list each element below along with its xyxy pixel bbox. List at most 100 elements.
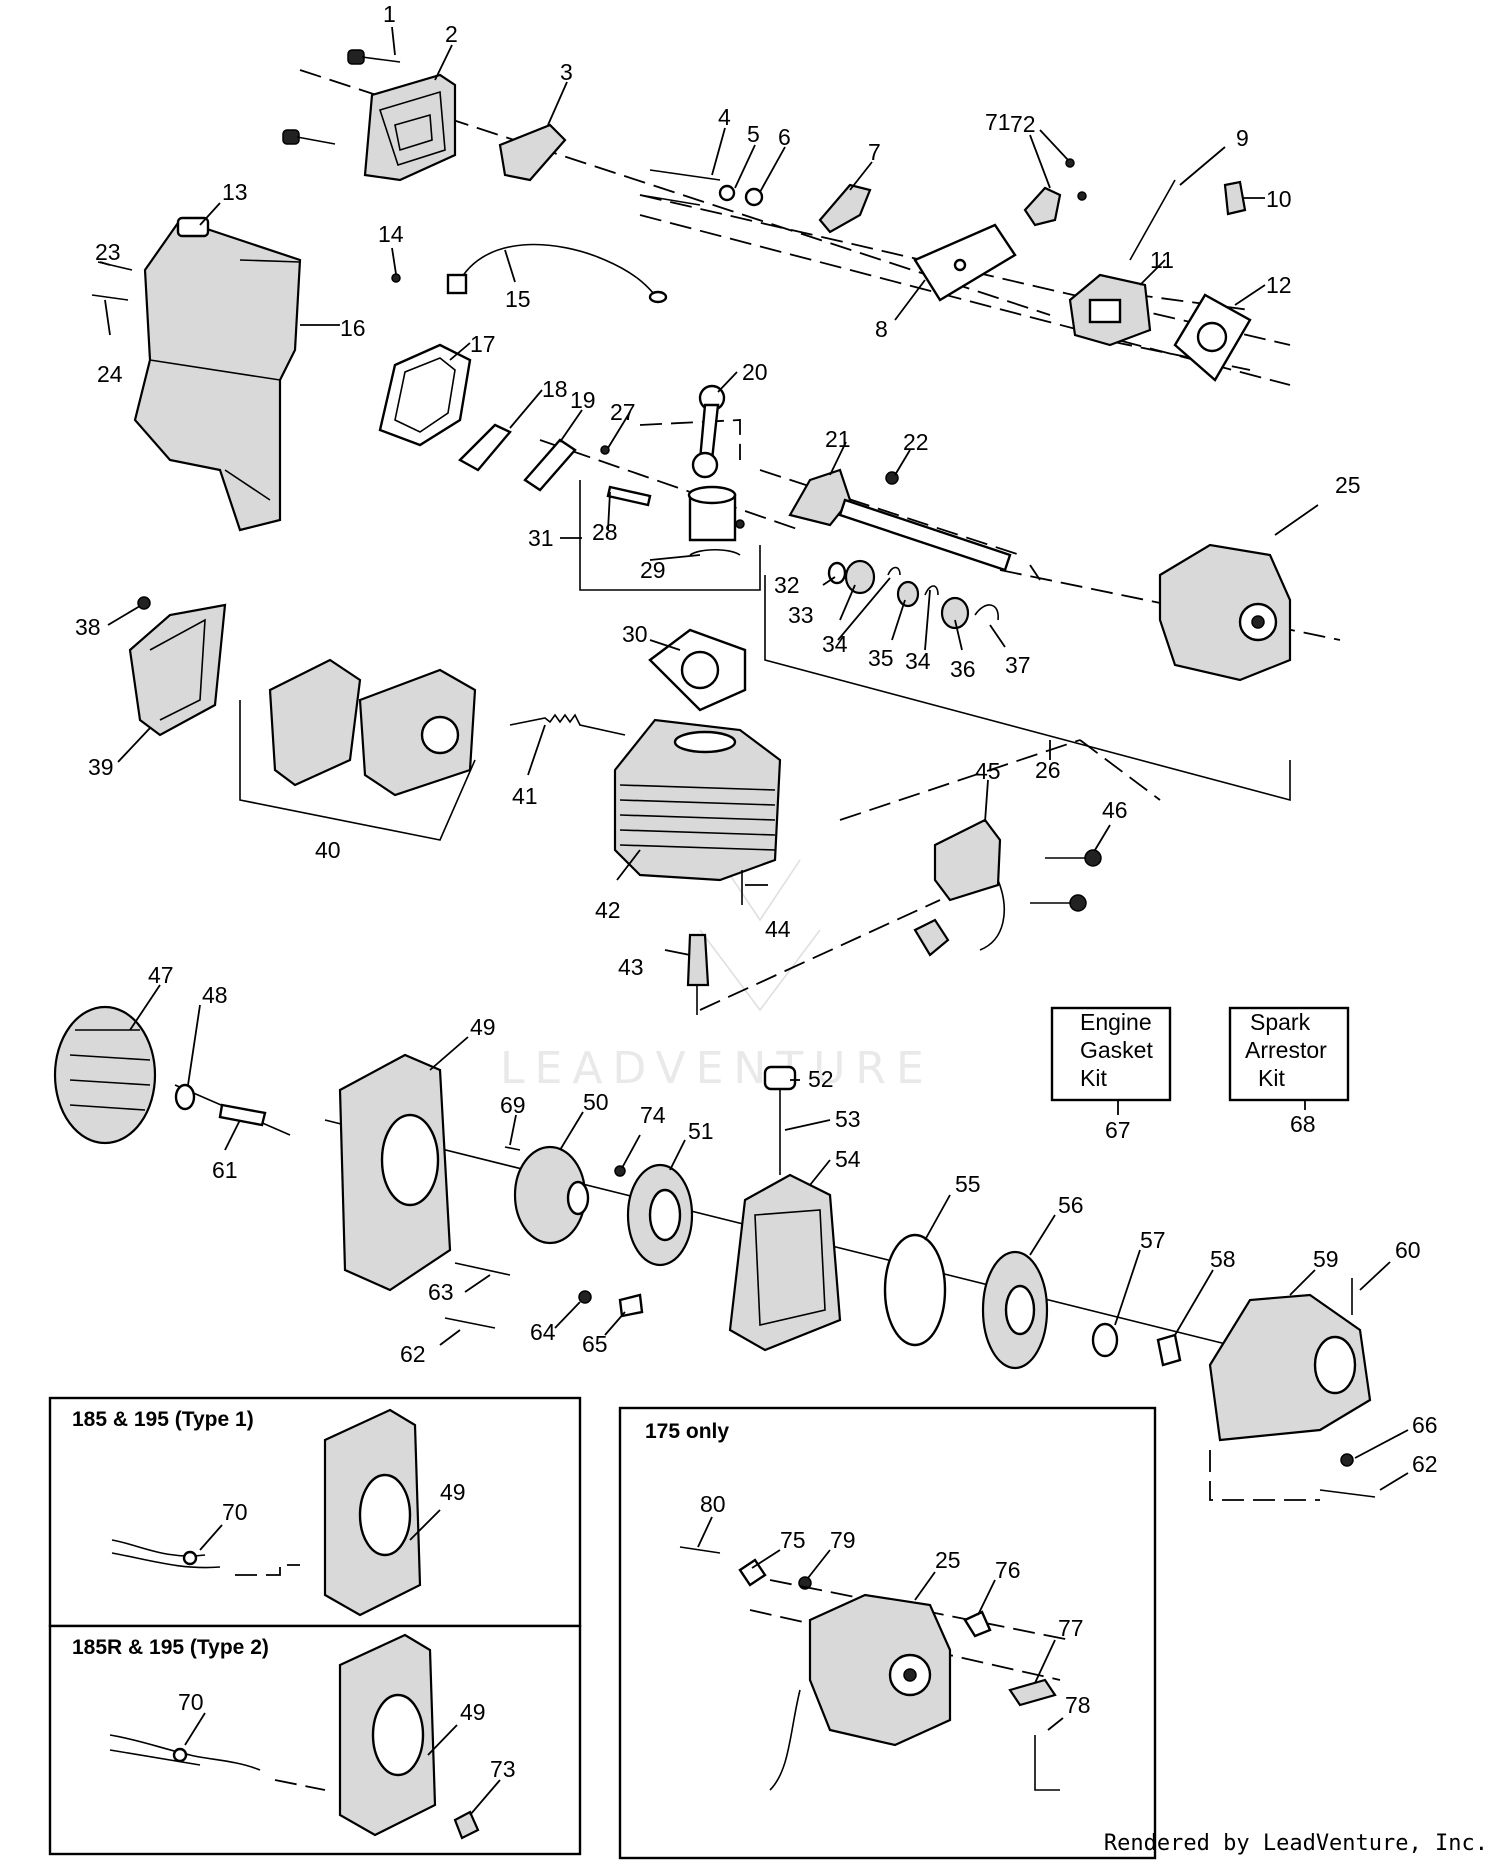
- callout-20: 20: [742, 359, 768, 385]
- flywheel-part-47: [53, 1005, 157, 1145]
- kit-67-line-1: Engine: [1080, 1009, 1152, 1035]
- callout-31: 31: [528, 525, 554, 551]
- callout-76: 76: [995, 1557, 1021, 1583]
- screws-part-46: [1030, 849, 1102, 912]
- clutch-housing-part-59: [1208, 1293, 1372, 1442]
- choke-part-71: [1023, 186, 1062, 227]
- callout-66: 66: [1412, 1412, 1438, 1438]
- disc-part-55: [883, 1233, 947, 1347]
- screw-part-72: [1065, 158, 1087, 201]
- spark-plug-part-43: [686, 933, 710, 1015]
- bearings-parts-32-37: [827, 559, 999, 630]
- callout-73: 73: [490, 1756, 516, 1782]
- callout-39: 39: [88, 754, 114, 780]
- callout-62-right: 62: [1412, 1451, 1438, 1477]
- starter-housing-part-54: [728, 1173, 842, 1352]
- callout-75: 75: [780, 1527, 806, 1553]
- wrist-pin-part-28: [606, 485, 652, 507]
- callout-49-inset-1: 49: [440, 1479, 466, 1505]
- watermark-text: LEADVENTURE: [500, 1043, 934, 1094]
- callout-32: 32: [774, 572, 800, 598]
- callout-53: 53: [835, 1106, 861, 1132]
- callout-72: 72: [1010, 111, 1036, 137]
- callout-10: 10: [1266, 186, 1292, 212]
- fuel-tank-part-16: [133, 218, 302, 532]
- fuel-filter-part-10: [1223, 180, 1247, 216]
- callout-63: 63: [428, 1279, 454, 1305]
- callout-27: 27: [610, 399, 636, 425]
- nut-part-66: [1340, 1453, 1354, 1467]
- fuel-cap-part-13: [176, 216, 210, 238]
- inset-type-2: 185R & 195 (Type 2): [48, 1624, 582, 1856]
- inset-3-title: 175 only: [645, 1420, 729, 1443]
- callout-54: 54: [835, 1146, 861, 1172]
- callout-18: 18: [542, 376, 568, 402]
- screw-part-1: [282, 49, 401, 145]
- callout-64: 64: [530, 1319, 556, 1345]
- plate-part-8: [913, 223, 1017, 302]
- callout-35: 35: [868, 645, 894, 671]
- piston-part-31: [687, 485, 745, 542]
- kit-leaders: [1117, 1100, 1306, 1115]
- kit-67-line-2: Gasket: [1080, 1037, 1153, 1063]
- callout-4: 4: [718, 104, 731, 130]
- callout-26: 26: [1035, 757, 1061, 783]
- kit-67-line-3: Kit: [1080, 1065, 1107, 1091]
- callout-17: 17: [470, 331, 496, 357]
- callout-77: 77: [1058, 1615, 1084, 1641]
- engine-gasket-kit-box: Engine Gasket Kit: [1050, 1006, 1172, 1102]
- screw-part-64: [578, 1290, 592, 1304]
- callout-22: 22: [903, 429, 929, 455]
- callout-50: 50: [583, 1089, 609, 1115]
- callout-58: 58: [1210, 1246, 1236, 1272]
- screw-part-69: [504, 1146, 521, 1151]
- callout-25-inset-3: 25: [935, 1547, 961, 1573]
- nut-part-6: [744, 187, 764, 207]
- callout-55: 55: [955, 1171, 981, 1197]
- air-filter-assembly-part-40: [239, 658, 477, 841]
- screw-part-62-right: [1319, 1489, 1376, 1498]
- callout-5: 5: [747, 121, 760, 147]
- gasket-part-30: [648, 628, 747, 712]
- clutch-part-56: [981, 1250, 1049, 1370]
- callout-12: 12: [1266, 272, 1292, 298]
- long-screws-part-4: [639, 169, 721, 206]
- pulley-part-50: [513, 1145, 590, 1245]
- callout-34: 34: [822, 631, 848, 657]
- callout-3: 3: [560, 59, 573, 85]
- fuel-hose-part-9: [1129, 179, 1176, 261]
- callout-16: 16: [340, 315, 366, 341]
- callout-21: 21: [825, 426, 851, 452]
- callout-44: 44: [765, 916, 791, 942]
- callout-74: 74: [640, 1102, 666, 1128]
- leader-lines: [99, 26, 1409, 1816]
- callout-46: 46: [1102, 797, 1128, 823]
- connecting-rod-part-20: [691, 384, 726, 479]
- callout-2: 2: [445, 21, 458, 47]
- clip-part-65: [618, 1293, 644, 1318]
- screw-part-14: [391, 273, 401, 283]
- wire-part-15: [446, 243, 668, 304]
- callout-71: 71: [985, 109, 1011, 135]
- callout-36: 36: [950, 656, 976, 682]
- screw-part-62-left: [444, 1317, 496, 1329]
- screw-part-24: [91, 294, 129, 301]
- callout-45: 45: [975, 758, 1001, 784]
- callout-68: 68: [1290, 1111, 1316, 1137]
- callout-11: 11: [1150, 247, 1174, 273]
- callout-65: 65: [582, 1331, 608, 1357]
- muffler-cover-part-2: [363, 73, 457, 182]
- callout-43: 43: [618, 954, 644, 980]
- plate-part-18: [458, 423, 512, 472]
- callout-67: 67: [1105, 1117, 1131, 1143]
- kit-68-line-2: Arrestor: [1245, 1037, 1327, 1063]
- callout-69: 69: [500, 1092, 526, 1118]
- inset-2-title: 185R & 195 (Type 2): [72, 1636, 269, 1659]
- cylinder-part-42: [613, 718, 782, 882]
- callout-6: 6: [778, 124, 791, 150]
- callout-23: 23: [95, 239, 121, 265]
- callout-1: 1: [383, 1, 396, 27]
- ratchet-part-51: [626, 1163, 694, 1267]
- callout-70-inset-2: 70: [178, 1689, 204, 1715]
- screw-part-63: [454, 1262, 511, 1276]
